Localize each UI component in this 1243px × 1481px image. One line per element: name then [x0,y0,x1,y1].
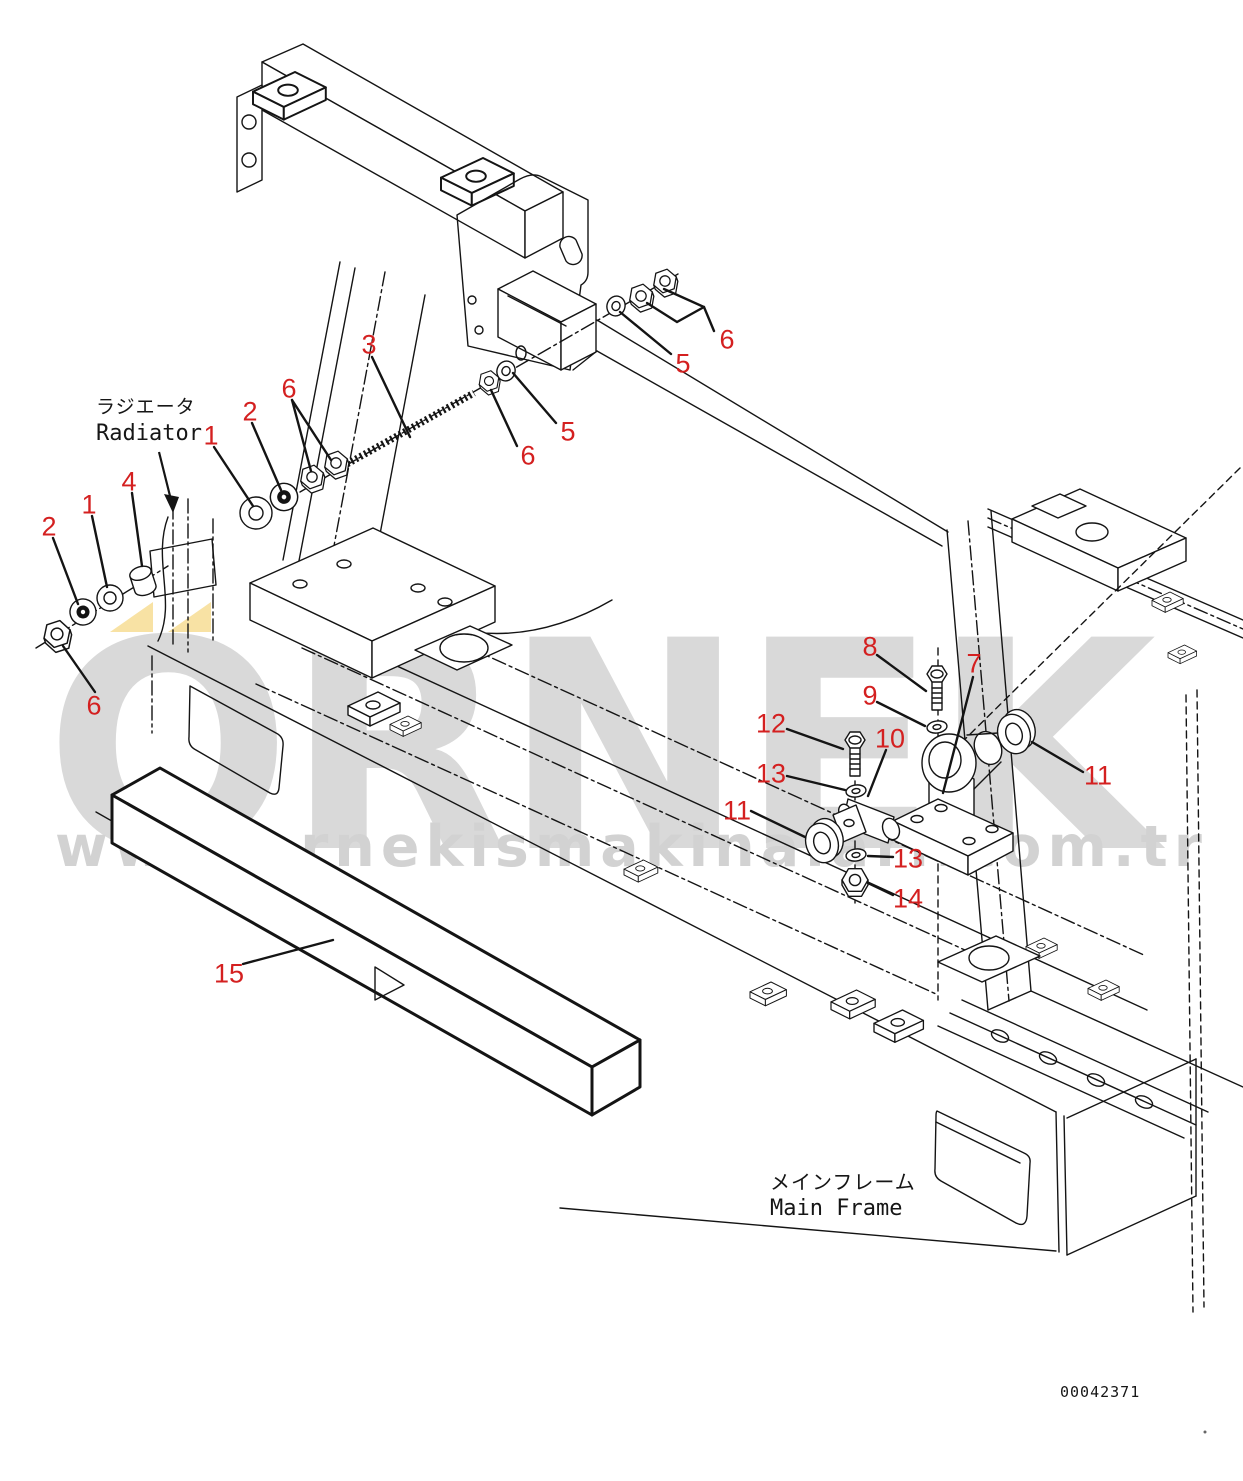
radiator-pointer-arrow [157,451,172,497]
collar [129,565,157,597]
callout-leader-line [866,881,895,897]
callout-leader-line [212,445,255,508]
callout-number: 10 [875,724,905,754]
main-frame-label: メインフレーム Main Frame [770,1170,916,1223]
radiator-reference [149,451,217,734]
callout-number: 2 [242,397,257,427]
callout-number: 5 [675,349,690,379]
callout-number: 7 [966,649,981,679]
callout-leader-line [785,774,847,792]
print-speck [1203,1430,1207,1434]
callout-number: 12 [756,709,786,739]
callout-leader-line [290,398,313,473]
callout-leader-line [250,421,283,492]
threaded-rod [345,389,476,468]
callout-leader-line [866,854,895,859]
callout-leader-line [875,700,927,728]
brand-umlaut-triangle-left [110,602,153,632]
callout-number: 5 [560,417,575,447]
callout-number: 8 [862,632,877,662]
callout-number: 14 [893,884,923,914]
radiator-label: ラジエータ Radiator [96,396,202,447]
sleeve-assembly [832,798,901,844]
callout-number: 13 [756,759,786,789]
callout-leader-line [941,675,975,795]
callout-number: 4 [121,467,136,497]
callout-leader-line [370,355,412,439]
main-frame-label-en: Main Frame [770,1196,903,1221]
callout-number: 11 [723,796,751,826]
callout-number: 6 [719,325,734,355]
callout-leader-line [241,938,335,966]
callout-leader-line [749,809,807,839]
callout-leader-line [61,644,97,694]
callout-leaders [51,287,1085,966]
callout-leader-line [130,491,144,568]
callout-leader-line [645,301,706,324]
radiator-label-en: Radiator [96,420,202,446]
callout-number: 1 [203,421,218,451]
main-frame-label-jp: メインフレーム [770,1170,916,1194]
bracket-mount-parts [798,467,1241,1001]
callout-number: 15 [214,959,244,989]
callout-number: 6 [281,374,296,404]
callout-number: 1 [81,490,96,520]
callout-number: 6 [520,441,535,471]
callout-number: 11 [1084,761,1112,791]
callout-leader-line [511,371,558,425]
radiator-support-tower [236,43,597,679]
callout-leader-line [866,748,888,798]
callout-leader-line [875,653,928,693]
callout-leader-line [51,536,80,606]
callout-number: 6 [86,691,101,721]
radiator-label-jp: ラジエータ [96,396,196,418]
callout-leader-line [290,398,333,462]
callout-leader-line [785,727,845,751]
document-number: 00042371 [1060,1383,1141,1401]
callout-leader-line [489,388,519,448]
callout-number: 3 [361,330,376,360]
callout-leader-line [618,310,673,356]
callout-number: 9 [862,681,877,711]
radiator-mount-parts [35,266,683,656]
callout-leader-line [90,514,109,589]
callout-number: 2 [41,512,56,542]
callout-leader-line [662,287,716,333]
callout-number: 13 [893,844,923,874]
brand-umlaut-triangle-right [168,602,211,632]
callout-leader-line [1030,740,1085,774]
cross-bar [110,766,642,1117]
